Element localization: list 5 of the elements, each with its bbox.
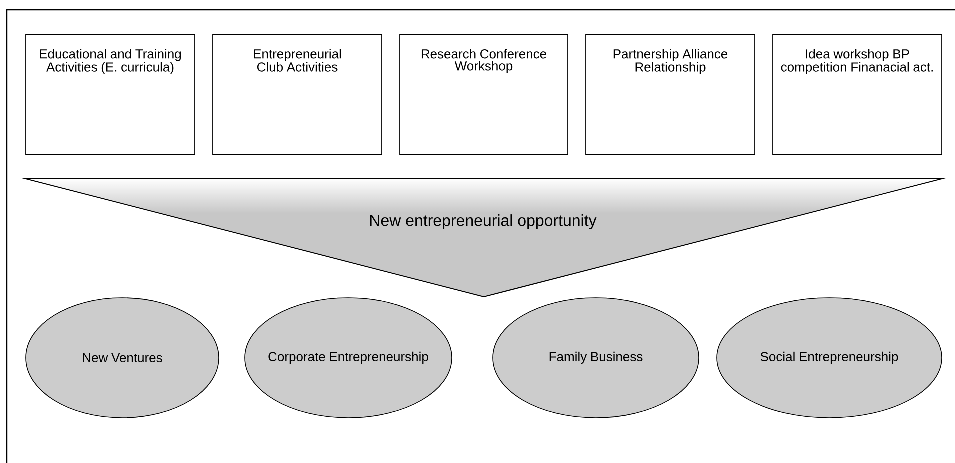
activity-box: Educational and Training Activities (E. curricula) — [26, 34, 196, 156]
activity-box: Research Conference Workshop — [400, 34, 568, 156]
activity-box: Partnership Alliance Relationship — [586, 34, 756, 156]
activity-box: Entrepreneurial Club Activities — [212, 34, 382, 156]
activity-box: Idea workshop BP competition Finanacial act. — [772, 34, 942, 156]
